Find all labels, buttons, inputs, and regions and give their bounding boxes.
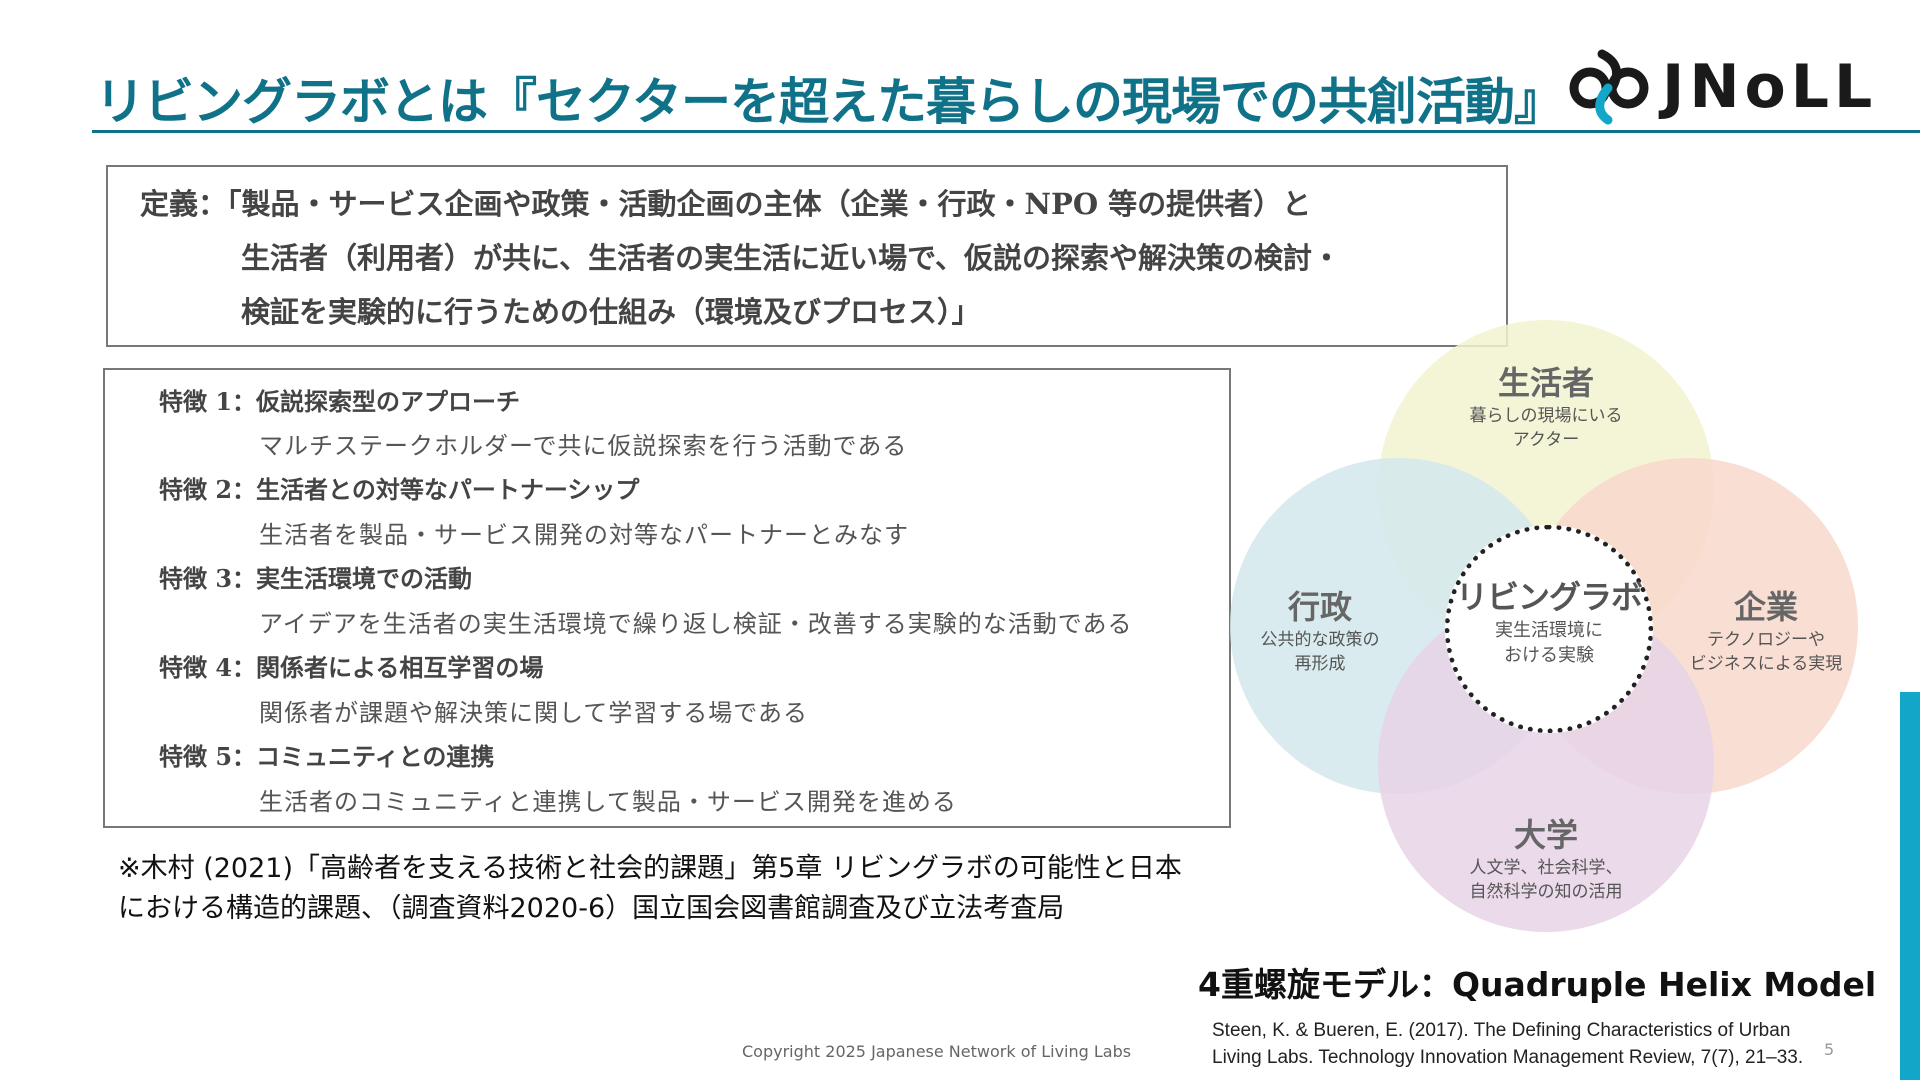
feature-heading: 特徴 3：実生活環境での活動 xyxy=(159,564,473,593)
venn-subtitle: 再形成 xyxy=(1294,654,1346,674)
feature-heading: 特徴 5：コミュニティとの連携 xyxy=(159,742,495,771)
definition-line: 定義：「製品・サービス企画や政策・活動企画の主体（企業・行政・NPO 等の提供者… xyxy=(140,187,1312,221)
venn-title: 企業 xyxy=(1733,588,1798,626)
venn-subtitle: 暮らしの現場にいる xyxy=(1469,406,1623,426)
feature-description: 生活者のコミュニティと連携して製品・サービス開発を進める xyxy=(259,788,957,816)
venn-label-right: 企業 テクノロジーや ビジネスによる実現 xyxy=(1676,582,1856,676)
definition-box: 定義：「製品・サービス企画や政策・活動企画の主体（企業・行政・NPO 等の提供者… xyxy=(106,165,1508,347)
venn-center-title: リビングラボ xyxy=(1455,578,1643,616)
venn-center-subtitle: 実生活環境に おける実験 xyxy=(1450,618,1648,668)
accent-side-bar xyxy=(1900,692,1920,1080)
reference-line: Steen, K. & Bueren, E. (2017). The Defin… xyxy=(1212,1020,1791,1041)
venn-title: 生活者 xyxy=(1497,364,1594,402)
model-caption: 4重螺旋モデル：Quadruple Helix Model xyxy=(1198,965,1877,1004)
venn-label-top: 生活者 暮らしの現場にいる アクター xyxy=(1418,358,1674,452)
venn-subtitle: 人文学、社会科学、 xyxy=(1469,858,1623,878)
venn-subtitle: 公共的な政策の xyxy=(1260,630,1380,650)
definition-line: 検証を実験的に行うための仕組み（環境及びプロセス）」 xyxy=(241,295,981,329)
venn-center-subtitle-line: おける実験 xyxy=(1504,645,1594,666)
venn-subtitle: 自然科学の知の活用 xyxy=(1469,882,1623,902)
helix-logo-icon xyxy=(1569,49,1649,125)
logo-wordmark: JNoLL xyxy=(1662,52,1878,122)
jnoll-logo: JNoLL xyxy=(1562,44,1920,130)
page-number: 5 xyxy=(1824,1040,1835,1059)
copyright-notice: Copyright 2025 Japanese Network of Livin… xyxy=(742,1042,1132,1061)
citation-line: における構造的課題、（調査資料2020-6）国立国会図書館調査及び立法考査局 xyxy=(118,893,1065,924)
feature-description: マルチステークホルダーで共に仮説探索を行う活動である xyxy=(259,432,908,460)
feature-description: アイデアを生活者の実生活環境で繰り返し検証・改善する実験的な活動である xyxy=(259,610,1133,638)
title-underline xyxy=(92,130,1920,133)
reference-line: Living Labs. Technology Innovation Manag… xyxy=(1212,1047,1804,1068)
venn-subtitle: ビジネスによる実現 xyxy=(1689,654,1843,674)
venn-label-bottom: 大学 人文学、社会科学、 自然科学の知の活用 xyxy=(1418,810,1674,904)
feature-heading: 特徴 1：仮説探索型のアプローチ xyxy=(159,387,521,416)
venn-center-subtitle-line: 実生活環境に xyxy=(1495,620,1603,641)
venn-title: 行政 xyxy=(1287,588,1352,626)
feature-heading: 特徴 4：関係者による相互学習の場 xyxy=(159,653,544,682)
venn-center-living-lab: リビングラボ 実生活環境に おける実験 xyxy=(1445,525,1653,733)
feature-description: 生活者を製品・サービス開発の対等なパートナーとみなす xyxy=(259,521,909,549)
quadruple-helix-diagram: 生活者 暮らしの現場にいる アクター 行政 公共的な政策の 再形成 企業 テクノ… xyxy=(1230,320,1860,940)
slide-title: リビングラボとは『セクターを超えた暮らしの現場での共創活動』 xyxy=(95,73,1564,131)
venn-label-left: 行政 公共的な政策の 再形成 xyxy=(1230,582,1410,676)
feature-description: 関係者が課題や解決策に関して学習する場である xyxy=(259,699,809,727)
venn-title: 大学 xyxy=(1513,816,1578,854)
venn-subtitle: アクター xyxy=(1512,430,1580,450)
definition-line: 生活者（利用者）が共に、生活者の実生活に近い場で、仮説の探索や解決策の検討・ xyxy=(241,241,1341,275)
features-box: 特徴 1：仮説探索型のアプローチ マルチステークホルダーで共に仮説探索を行う活動… xyxy=(103,368,1231,828)
citation-line: ※木村 (2021)「高齢者を支える技術と社会的課題」第5章 リビングラボの可能… xyxy=(118,853,1182,884)
venn-subtitle: テクノロジーや xyxy=(1707,630,1825,650)
feature-heading: 特徴 2：生活者との対等なパートナーシップ xyxy=(159,475,640,504)
